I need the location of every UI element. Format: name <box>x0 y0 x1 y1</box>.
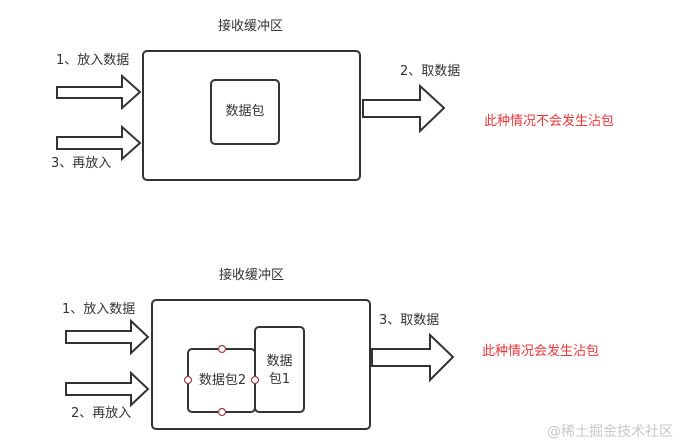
note-sticky-packet: 此种情况会发生沾包 <box>482 344 600 359</box>
step-put-again-top: 3、再放入 <box>51 156 112 171</box>
arrow-put-data-bottom <box>65 318 150 356</box>
connection-handle-right[interactable] <box>250 375 260 385</box>
connection-handle-left[interactable] <box>183 375 193 385</box>
connection-handle-top[interactable] <box>217 344 227 354</box>
step-take-data-bottom: 3、取数据 <box>379 313 440 328</box>
packet-2-label: 数据包2 <box>198 373 247 388</box>
step-put-data-top: 1、放入数据 <box>56 53 130 68</box>
packet-1-label-line2: 包1 <box>268 372 291 387</box>
buffer-title-bottom: 接收缓冲区 <box>219 268 285 283</box>
packet-1-box <box>254 326 305 413</box>
step-put-again-bottom: 2、再放入 <box>71 406 132 421</box>
arrow-take-data-top <box>362 83 446 134</box>
step-put-data-bottom: 1、放入数据 <box>62 302 136 317</box>
buffer-title-top: 接收缓冲区 <box>218 19 284 34</box>
connection-handle-bottom[interactable] <box>217 407 227 417</box>
arrow-put-again-bottom <box>65 370 150 408</box>
step-take-data-top: 2、取数据 <box>400 64 461 79</box>
packet-box-top <box>210 79 280 145</box>
arrow-put-again-top <box>56 124 142 162</box>
watermark: @稀土掘金技术社区 <box>547 424 673 440</box>
arrow-take-data-bottom <box>371 332 455 383</box>
arrow-put-data-top <box>56 73 142 111</box>
packet-label-top: 数据包 <box>225 104 265 119</box>
note-no-sticky-packet: 此种情况不会发生沾包 <box>484 114 615 129</box>
packet-1-label-line1: 数据 <box>266 354 293 369</box>
